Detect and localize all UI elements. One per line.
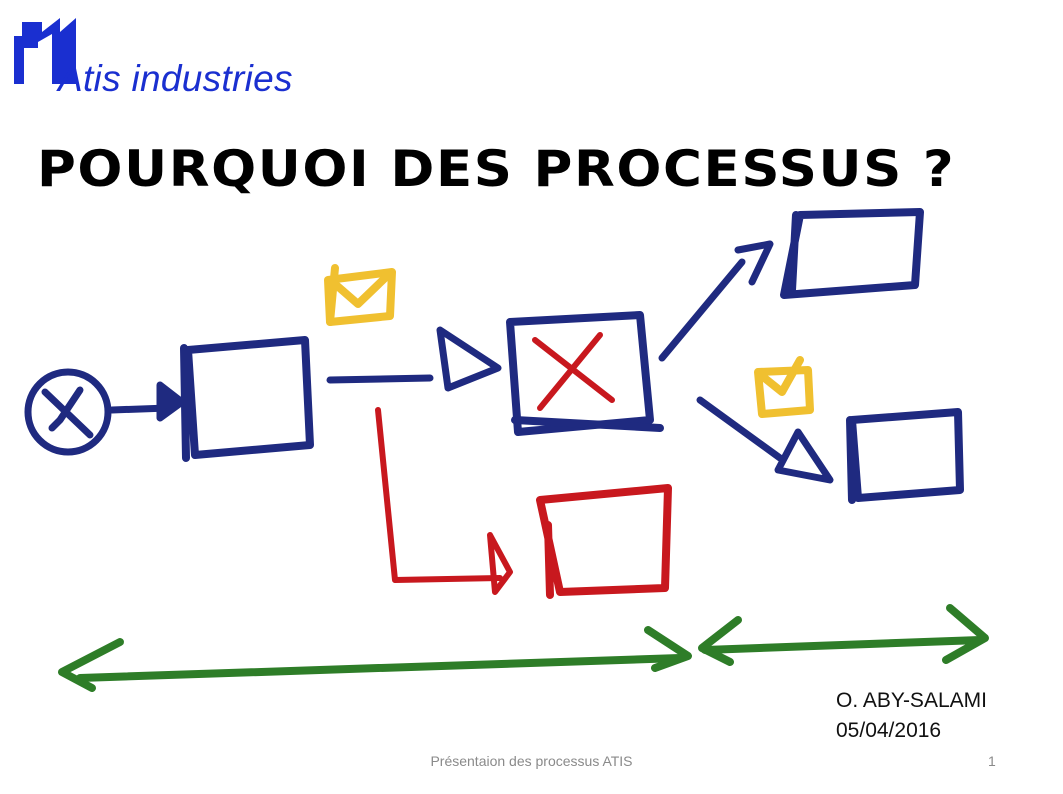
presentation-date: 05/04/2016 xyxy=(836,719,942,742)
page-title: POURQUOI DES PROCESSUS ? xyxy=(37,140,956,198)
footer-text: Présentaion des processus ATIS xyxy=(430,753,633,769)
blue-process-box-3 xyxy=(846,408,964,504)
red-cross-mark xyxy=(532,332,615,411)
green-double-arrow-1 xyxy=(58,626,692,692)
green-double-arrow-2 xyxy=(698,604,989,666)
company-logo: Atis industries xyxy=(12,14,312,99)
page-number: 1 xyxy=(988,753,996,769)
blue-arrow-3 xyxy=(658,240,774,362)
red-process-box xyxy=(536,484,672,599)
blue-process-box-1 xyxy=(180,336,314,462)
blue-arrow-4 xyxy=(696,396,834,484)
factory-logo-icon xyxy=(14,18,76,84)
start-event-icon xyxy=(24,368,112,456)
blue-arrow-1 xyxy=(108,381,186,422)
blue-process-box-2 xyxy=(780,208,924,299)
logo-text: Atis industries xyxy=(58,58,293,99)
author-block: O. ABY-SALAMI 05/04/2016 xyxy=(836,686,987,746)
red-arrow xyxy=(375,407,513,595)
envelope-icon-2 xyxy=(754,356,814,418)
envelope-icon-1 xyxy=(324,264,396,326)
blue-arrow-2 xyxy=(326,326,502,392)
author-name: O. ABY-SALAMI xyxy=(836,689,987,712)
blue-decision-box xyxy=(506,311,664,436)
